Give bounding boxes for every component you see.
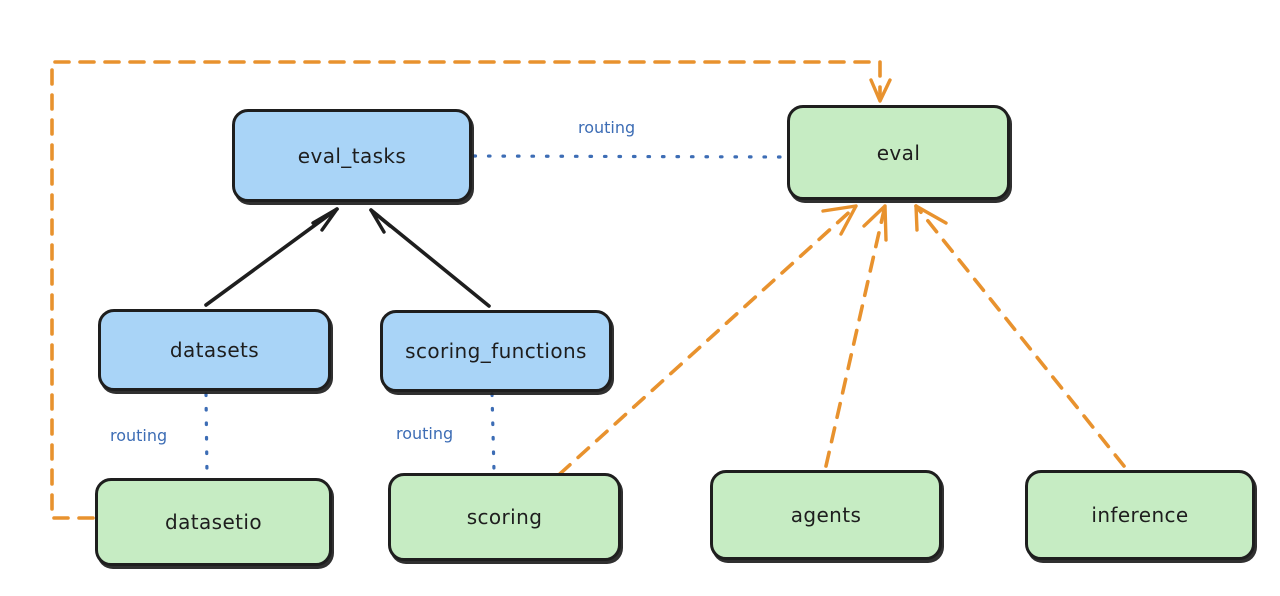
node-label: eval_tasks bbox=[297, 143, 407, 168]
edge-agents-to-eval bbox=[824, 204, 888, 468]
node-label: scoring_functions bbox=[405, 339, 587, 363]
edge-label-routing-datasets: routing bbox=[110, 426, 168, 445]
node-inference[interactable]: inference bbox=[1025, 470, 1255, 560]
edge-scoring_functions-to-eval_tasks bbox=[369, 208, 491, 308]
edge-scoring-to-eval bbox=[539, 204, 858, 493]
node-datasets[interactable]: datasets bbox=[98, 309, 331, 391]
edge-scoring_functions-to-scoring bbox=[490, 392, 496, 473]
node-label: scoring bbox=[466, 505, 543, 529]
node-label: inference bbox=[1091, 503, 1189, 527]
node-eval[interactable]: eval bbox=[787, 105, 1010, 200]
node-label: eval bbox=[876, 140, 921, 165]
node-agents[interactable]: agents bbox=[710, 470, 942, 560]
node-label: agents bbox=[790, 503, 862, 527]
edge-label-routing-scoring-functions: routing bbox=[396, 424, 454, 443]
edge-label-routing-eval-tasks: routing bbox=[578, 118, 636, 137]
node-label: datasets bbox=[169, 338, 260, 362]
node-scoring-functions[interactable]: scoring_functions bbox=[380, 310, 612, 392]
node-label: datasetio bbox=[164, 510, 262, 534]
edge-inference-to-eval bbox=[914, 204, 1126, 468]
edge-datasets-to-eval_tasks bbox=[204, 207, 339, 307]
node-eval-tasks[interactable]: eval_tasks bbox=[232, 109, 472, 202]
node-datasetio[interactable]: datasetio bbox=[95, 478, 332, 566]
edge-datasetio-to-eval bbox=[50, 60, 892, 520]
node-scoring[interactable]: scoring bbox=[388, 473, 621, 561]
edge-eval_tasks-to-eval bbox=[472, 154, 787, 159]
edge-datasets-to-datasetio bbox=[204, 392, 209, 478]
